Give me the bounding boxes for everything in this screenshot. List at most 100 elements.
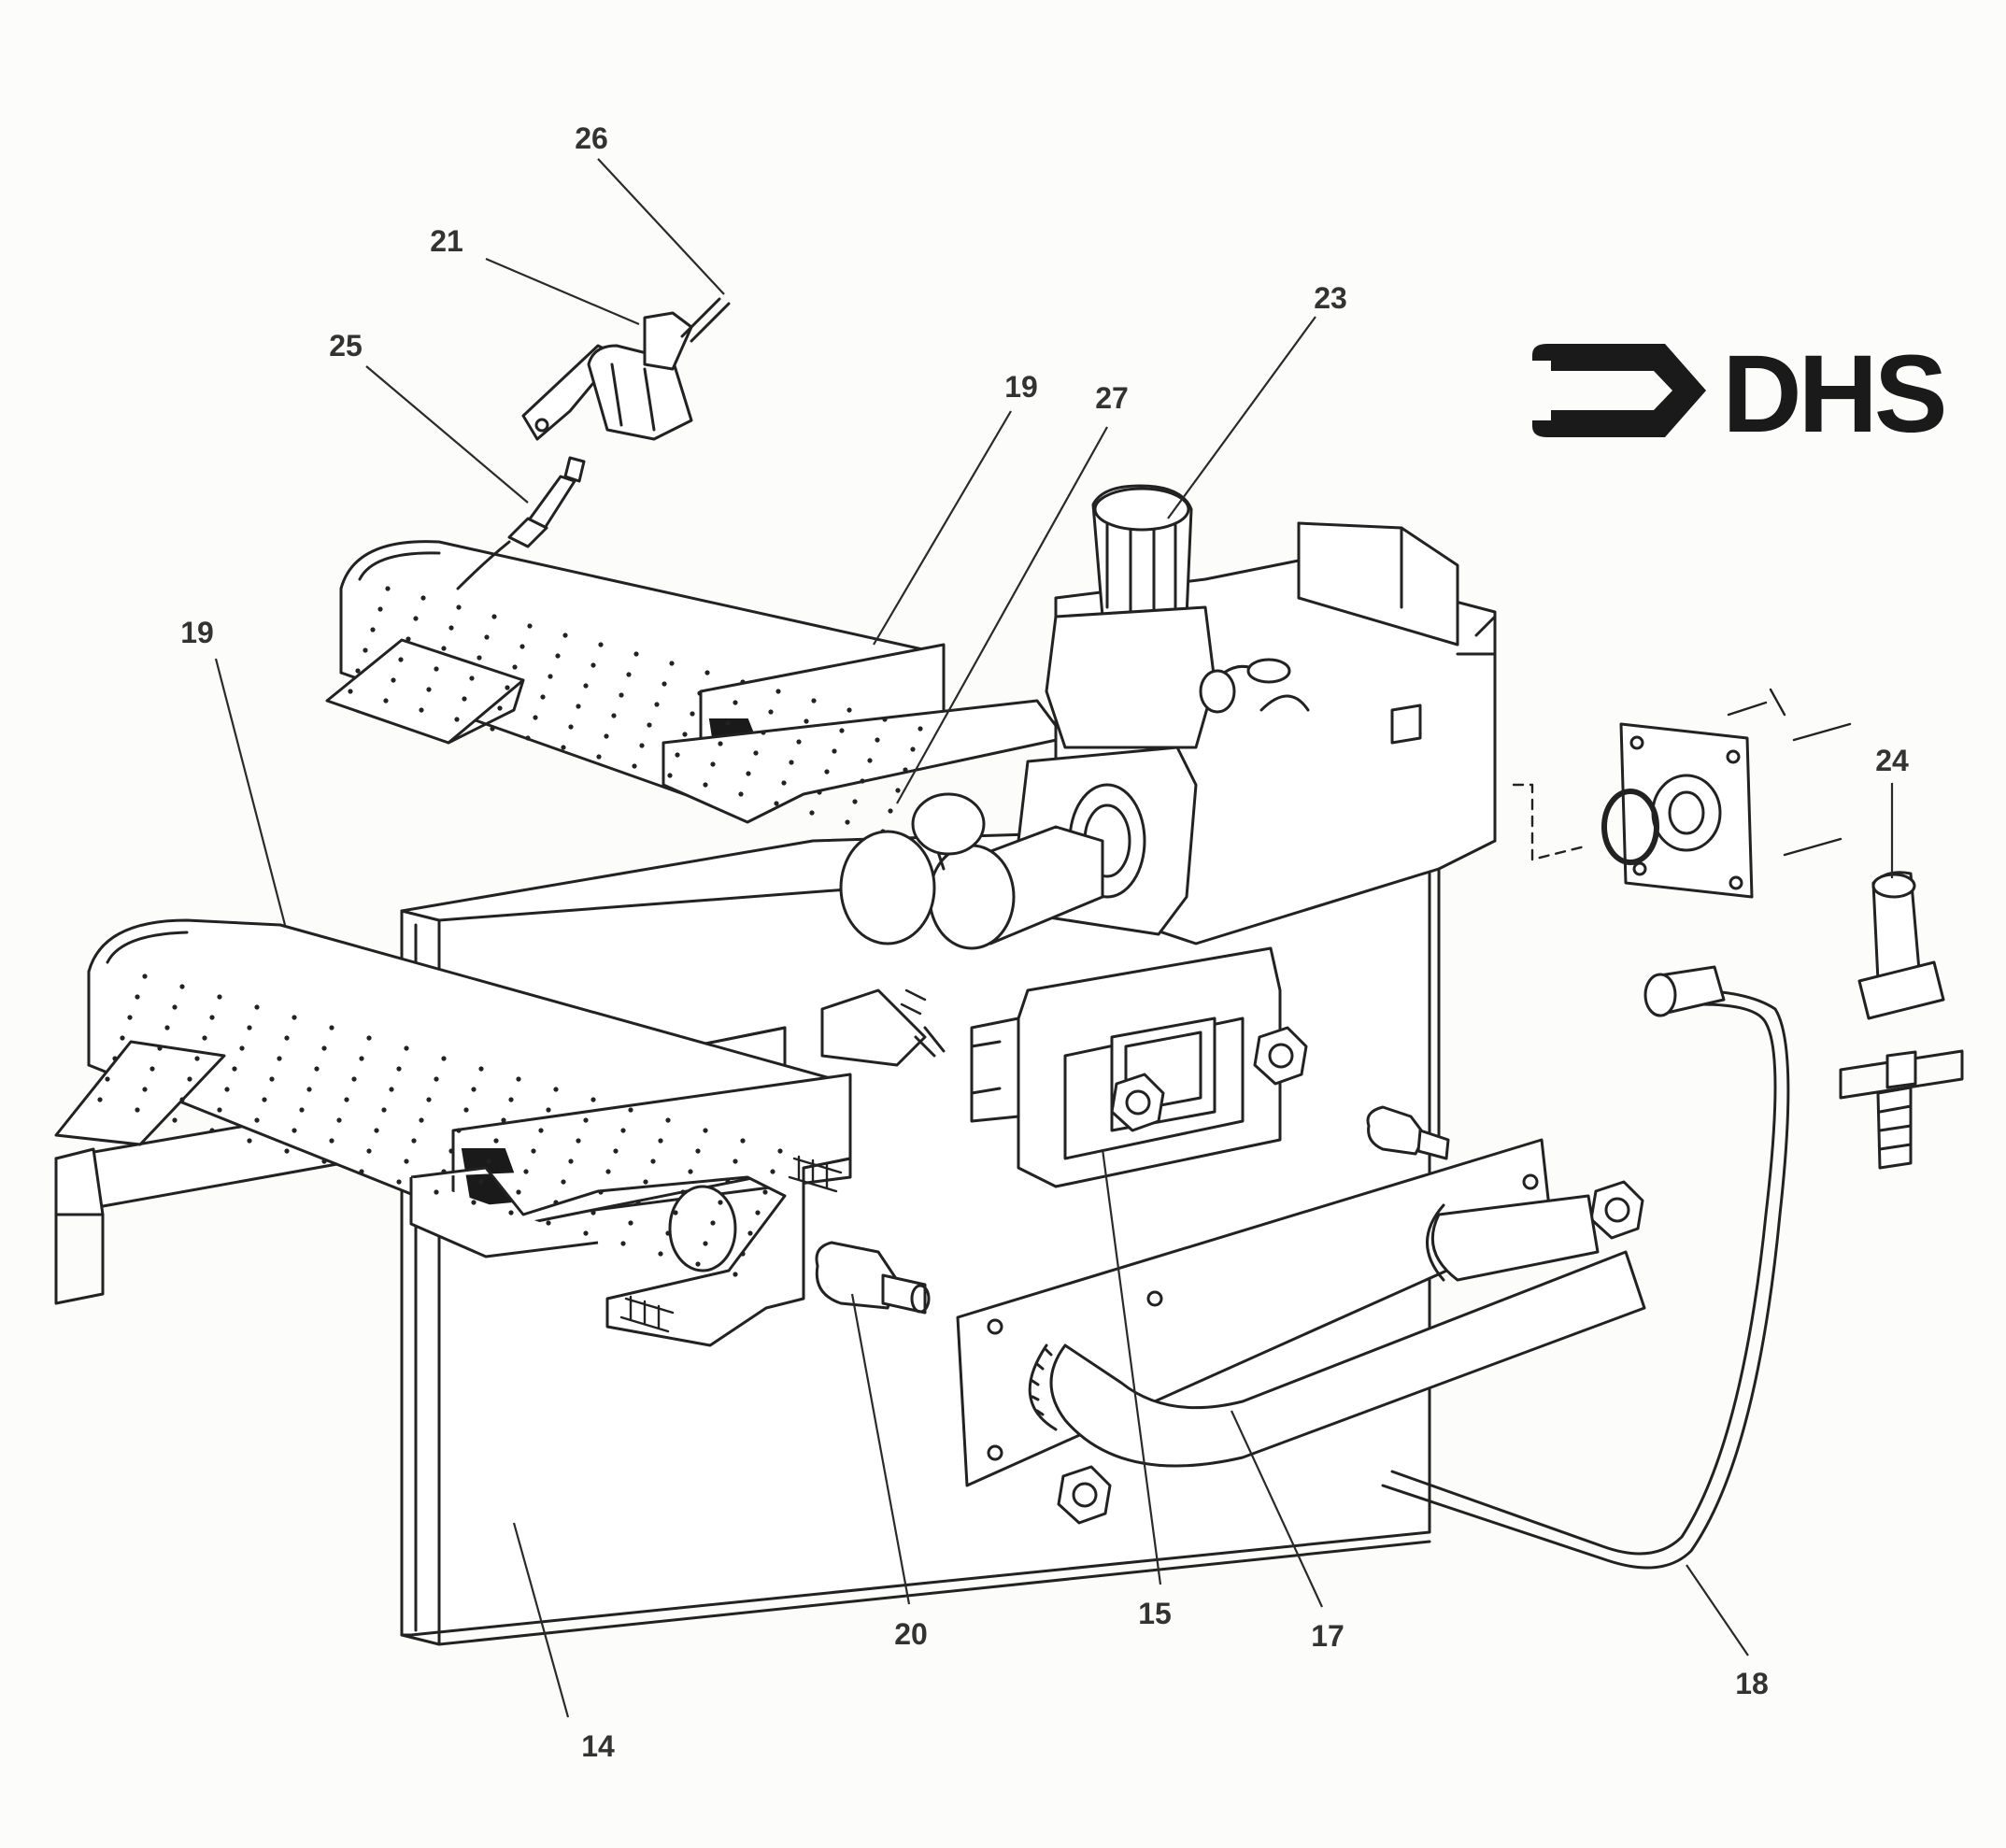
burner-port-dot bbox=[396, 1066, 402, 1072]
burner-port-dot bbox=[860, 778, 865, 784]
burner-port-dot bbox=[209, 1128, 215, 1133]
burner-port-dot bbox=[562, 633, 568, 638]
burner-port-dot bbox=[254, 1004, 260, 1010]
burner-port-dot bbox=[426, 687, 432, 692]
burner-port-dot bbox=[703, 782, 708, 788]
burner-port-dot bbox=[538, 1128, 544, 1133]
burner-port-dot bbox=[697, 690, 703, 696]
burner-port-dot bbox=[348, 689, 353, 694]
flange-gasket bbox=[1512, 722, 1754, 899]
burner-port-dot bbox=[703, 1241, 708, 1246]
burner-port-dot bbox=[179, 1097, 185, 1102]
burner-port-dot bbox=[590, 1097, 596, 1102]
burner-port-dot bbox=[508, 1097, 514, 1102]
leader-23 bbox=[1167, 316, 1316, 519]
burner-port-dot bbox=[462, 696, 467, 702]
burner-port-dot bbox=[576, 1138, 581, 1144]
burner-port-dot bbox=[441, 646, 447, 651]
burner-port-dot bbox=[434, 1076, 439, 1082]
burner-port-dot bbox=[583, 1230, 589, 1236]
burner-port-dot bbox=[658, 1138, 663, 1144]
burner-port-dot bbox=[903, 767, 908, 773]
burner-port-dot bbox=[665, 1230, 671, 1236]
burner-port-dot bbox=[553, 1200, 559, 1205]
burner-port-dot bbox=[762, 1189, 768, 1195]
burner-port-dot bbox=[420, 595, 426, 601]
burner-port-dot bbox=[568, 1159, 574, 1164]
burner-port-dot bbox=[680, 1189, 686, 1195]
burner-port-dot bbox=[441, 1056, 447, 1061]
burner-port-dot bbox=[695, 1148, 701, 1154]
burner-port-dot bbox=[605, 1169, 611, 1174]
burner-port-dot bbox=[817, 789, 822, 795]
burner-port-dot bbox=[768, 709, 774, 715]
leader-15 bbox=[1101, 1148, 1162, 1585]
burner-port-dot bbox=[590, 662, 596, 668]
pilot-assembly bbox=[521, 297, 731, 441]
burner-port-dot bbox=[650, 1159, 656, 1164]
burner-port-dot bbox=[142, 1087, 148, 1092]
burner-port-dot bbox=[194, 1056, 200, 1061]
burner-port-dot bbox=[832, 748, 837, 754]
burner-port-dot bbox=[796, 739, 802, 745]
burner-port-dot bbox=[635, 1200, 641, 1205]
burner-port-dot bbox=[434, 666, 439, 672]
burner-port-dot bbox=[611, 713, 617, 718]
burner-port-dot bbox=[396, 1179, 402, 1185]
burner-port-dot bbox=[292, 1128, 297, 1133]
burner-port-dot bbox=[523, 1169, 529, 1174]
burner-port-dot bbox=[590, 1210, 596, 1215]
gas-valve bbox=[1017, 484, 1497, 1142]
burner-port-dot bbox=[391, 677, 396, 683]
burner-port-dot bbox=[469, 675, 475, 681]
burner-port-dot bbox=[811, 698, 817, 704]
burner-port-dot bbox=[157, 1045, 163, 1051]
burner-port-dot bbox=[232, 1066, 237, 1072]
burner-port-dot bbox=[553, 1087, 559, 1092]
burner-port-dot bbox=[725, 720, 731, 726]
burner-port-dot bbox=[262, 1097, 267, 1102]
leader-25 bbox=[365, 365, 529, 504]
burner-port-dot bbox=[292, 1015, 297, 1020]
leader-18 bbox=[1686, 1564, 1749, 1656]
burner-port-dot bbox=[269, 1076, 275, 1082]
burner-port-dot bbox=[527, 623, 533, 629]
burner-port-dot bbox=[733, 700, 738, 705]
burner-port-dot bbox=[105, 1076, 110, 1082]
injector-jet bbox=[815, 1105, 1450, 1315]
burner-port-dot bbox=[704, 670, 710, 675]
burner-port-dot bbox=[321, 1159, 327, 1164]
callout-23: 23 bbox=[1314, 281, 1347, 315]
burner-port-dot bbox=[583, 1117, 589, 1123]
burner-port-dot bbox=[321, 1045, 327, 1051]
callout-15: 15 bbox=[1138, 1597, 1172, 1630]
elbow-union bbox=[820, 792, 1104, 1067]
burner-port-dot bbox=[383, 698, 389, 704]
burner-port-dot bbox=[370, 627, 376, 633]
burner-port-dot bbox=[753, 750, 759, 756]
burner-port-dot bbox=[839, 728, 845, 733]
burner-port-dot bbox=[688, 1169, 693, 1174]
nut bbox=[1253, 1026, 1308, 1086]
burner-port-dot bbox=[733, 1159, 738, 1164]
burner-port-dot bbox=[351, 1076, 357, 1082]
burner-port-dot bbox=[120, 1035, 125, 1041]
burner-port-dot bbox=[775, 689, 781, 694]
burner-port-dot bbox=[398, 657, 404, 662]
leader-17 bbox=[1231, 1410, 1323, 1608]
burner-port-dot bbox=[247, 1138, 252, 1144]
burner-port-dot bbox=[669, 661, 675, 666]
burner-port-dot bbox=[497, 705, 503, 711]
burner-port-dot bbox=[626, 672, 632, 677]
burner-port-dot bbox=[284, 1148, 290, 1154]
burner-port-dot bbox=[546, 1107, 551, 1113]
burner-port-dot bbox=[789, 760, 794, 765]
burner-port-dot bbox=[490, 726, 495, 732]
burner-port-dot bbox=[491, 614, 497, 619]
leader-21 bbox=[485, 257, 640, 326]
burner-port-dot bbox=[448, 1148, 454, 1154]
burner-port-dot bbox=[516, 1076, 521, 1082]
burner-port-dot bbox=[531, 1148, 536, 1154]
